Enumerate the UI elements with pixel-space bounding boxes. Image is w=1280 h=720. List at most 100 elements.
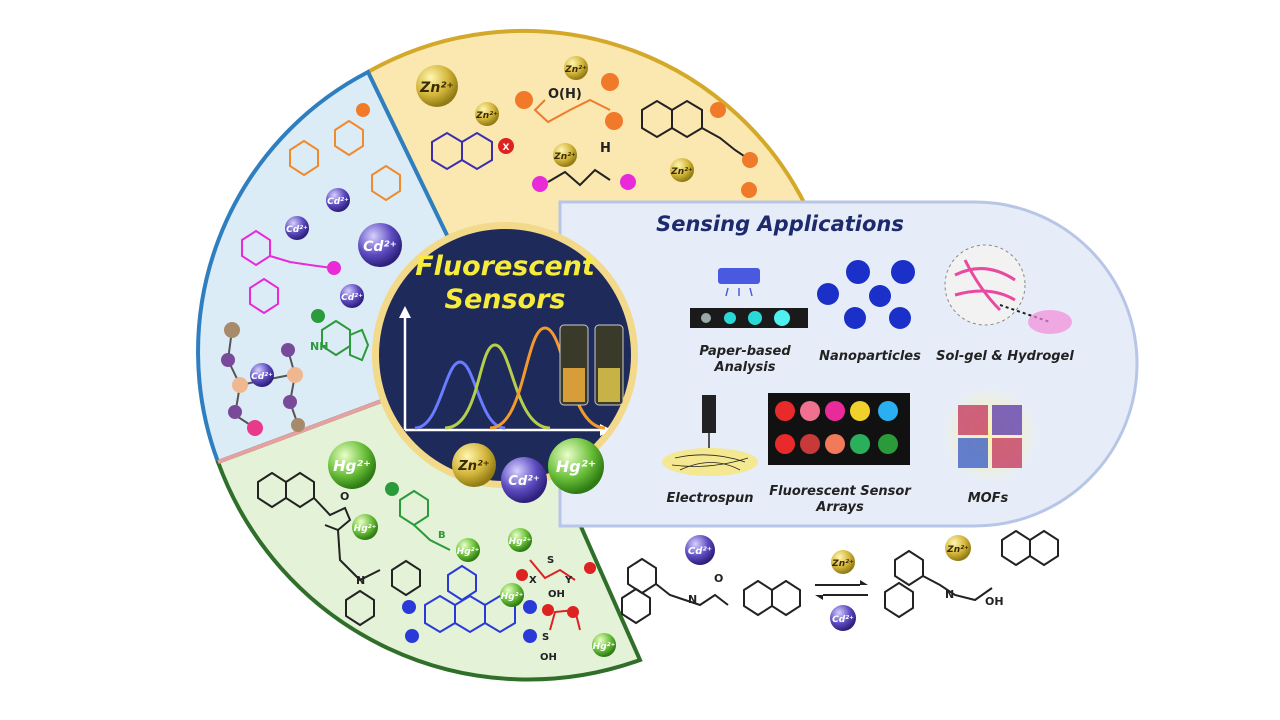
hg-small-label-5: Hg²⁺ [593,642,616,652]
hg-small-label-1: Hg²⁺ [354,524,377,534]
hg-ball-small-3 [500,583,524,607]
cd-pyridyl-structure [241,229,333,315]
reaction-oh-label: OH [985,595,1004,608]
blue-dot-2 [405,629,419,643]
hg-thio-structure [529,559,581,631]
reaction-zn-ball [945,535,971,561]
cd-sector-ball [358,223,402,267]
s-label-1: S [547,555,554,566]
center-zn-label: Zn²⁺ [457,459,489,474]
reaction-cd-ball [685,535,715,565]
zn-ball-small-3 [670,158,694,182]
blue-spectrum [414,360,506,430]
x-atom [498,138,514,154]
network-node-2 [221,353,235,367]
zn-ball-small-2 [564,56,588,80]
center-zn-ball [452,443,496,487]
magenta-dot-cd [327,261,341,275]
sensing-panel [558,200,1139,528]
orange-dot-4 [710,102,726,118]
network-node-1 [224,322,240,338]
cd-benzimidazole-structure [321,319,370,362]
orange-dot-3 [605,112,623,130]
orange-dot-cd [356,103,370,117]
strip-spot-3 [748,311,762,325]
network-node-3 [232,377,248,393]
center-cd-label: Cd²⁺ [508,474,539,489]
network-node-6 [281,343,295,357]
nanoparticles-icon [817,260,915,329]
vial-1-liquid [563,368,585,402]
strip-spot-1 [701,313,711,323]
app-array-label-1: Fluorescent Sensor [769,484,912,499]
cd-ball-small-4 [250,363,274,387]
network-node-8 [283,395,297,409]
hg-boronic-structure [399,489,451,551]
zn-small-label-1: Zn²⁺ [475,111,498,121]
cd-ball-small-2 [285,216,309,240]
h-label: H [600,141,611,156]
zn-quinoline-hydrazone [641,99,751,161]
app-array-label-2: Arrays [815,500,864,515]
hg-small-label-3: Hg²⁺ [501,592,524,602]
network-node-5 [247,420,263,436]
electrospun-fibers [671,454,749,471]
green-dot-cd [311,309,325,323]
zn-sector-label: Zn²⁺ [419,80,454,96]
cd-ball-small-3 [340,284,364,308]
hg-ball-small-1 [352,514,378,540]
app-nano-label: Nanoparticles [819,349,921,364]
center-hg-label: Hg²⁺ [556,457,596,476]
cd-terpyridine-structure [289,119,401,202]
cd-ball-small-1 [326,188,350,212]
cd-small-label-1: Cd²⁺ [327,197,349,207]
solgel-drop [1028,310,1072,334]
y-axis-arrow [399,306,411,318]
reverse-arrowhead [815,595,823,600]
nh-label: NH [310,340,328,353]
app-mof-label: MOFs [968,491,1009,506]
reaction-cd-label-small: Cd²⁺ [832,615,854,625]
zn-hydrazone-structure [533,98,611,124]
app-paper-label-1: Paper-based [699,344,791,359]
hg-sector-label: Hg²⁺ [333,457,371,475]
magenta-dot-2 [620,174,636,190]
uv-rays [725,287,753,297]
red-dot-1 [516,569,528,581]
app-electrospun-label: Electrospun [667,491,754,506]
mof-icon [958,405,1022,468]
x-atom-label: X [503,143,510,153]
app-paper-label-2: Analysis [714,360,776,375]
hg-ball-small-2 [456,538,480,562]
blue-dot-3 [523,600,537,614]
zn-ball-small-1 [475,102,499,126]
zn-small-label-4: Zn²⁺ [553,152,576,162]
center-cd-ball [501,457,547,503]
sensor-array-spots [775,401,898,454]
reaction-zn-ball-small [831,550,855,574]
green-dot-hg [385,482,399,496]
x-label-hg: X [529,575,537,586]
network-node-4 [228,405,242,419]
zn-schiff-structure [547,168,611,187]
hg-rhodamine-structure [424,564,516,634]
network-node-9 [291,418,305,432]
red-dot-2 [584,562,596,574]
green-spectrum [444,343,551,430]
cd-small-label-3: Cd²⁺ [341,293,363,303]
s-label-2: S [542,632,549,643]
forward-arrowhead [860,580,868,585]
oh-label-2: OH [540,652,557,663]
strip-spot-2 [724,312,736,324]
spinneret [702,395,716,433]
solgel-icon [944,244,1026,326]
reaction-zn-label-small: Zn²⁺ [831,559,854,569]
cd-small-label-4: Cd²⁺ [251,372,273,382]
uv-lamp [718,268,760,284]
cd-small-label-2: Cd²⁺ [286,225,308,235]
mof-glow [942,387,1038,483]
network-node-7 [287,367,303,383]
solgel-fibers [954,259,1016,312]
sensing-title: Sensing Applications [656,212,904,236]
